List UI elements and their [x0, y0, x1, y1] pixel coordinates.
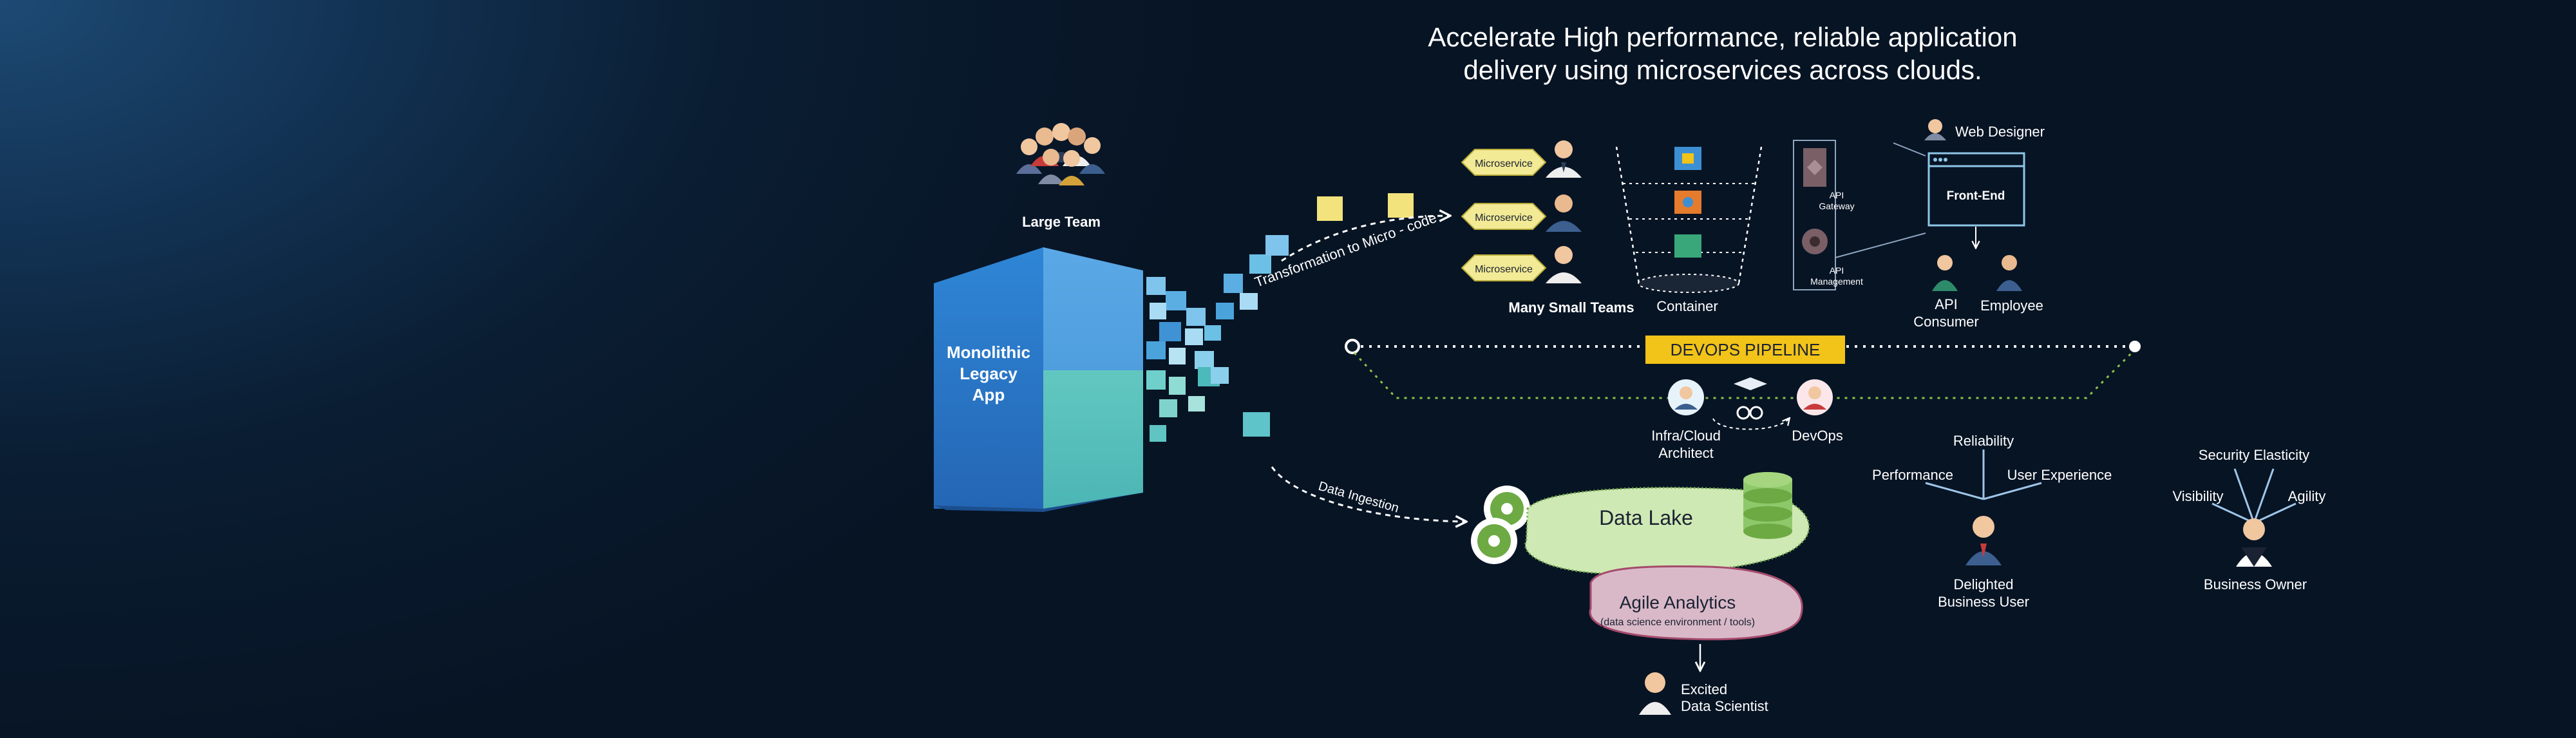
business-user-group: Reliability Performance User Experience …: [1872, 433, 2112, 610]
developer-icon: [1546, 140, 1582, 178]
data-ingestion-arrow: Data Ingestion: [1271, 466, 1465, 522]
api-management-line-1: API: [1830, 265, 1844, 276]
monolith-line-3: App: [972, 385, 1005, 404]
scattered-blocks: [1146, 193, 1414, 442]
monolith-line-1: Monolithic: [947, 343, 1030, 362]
devops-label: DevOps: [1792, 428, 1842, 444]
business-user-quality: Performance: [1872, 467, 1953, 483]
cube-front-face: [934, 247, 1043, 509]
api-consumer-line-2: Consumer: [1913, 314, 1978, 330]
api-gateway-line-2: Gateway: [1819, 201, 1854, 211]
agile-analytics-group: Agile Analytics (data science environmen…: [1589, 565, 1803, 670]
monolith-line-2: Legacy: [960, 364, 1018, 383]
api-consumer-icon: [1932, 255, 1958, 291]
container-box-icon: [1674, 234, 1701, 258]
gear-icon: [1471, 486, 1530, 564]
data-scientist-line-2: Data Scientist: [1681, 698, 1768, 714]
business-user-line-2: Business User: [1938, 594, 2029, 610]
business-user-quality: Reliability: [1953, 433, 2014, 449]
business-owner-quality: Security Elasticity: [2199, 447, 2309, 463]
business-owner-icon: [2236, 518, 2272, 567]
business-owner-quality: Agility: [2288, 488, 2326, 504]
microservice-2: Microservice: [1461, 194, 1582, 232]
data-lake-label: Data Lake: [1599, 506, 1693, 529]
frontend-group: Web Designer Front-End API Consumer Empl…: [1913, 119, 2045, 330]
data-lake-group: Data Lake: [1471, 472, 1810, 575]
many-small-teams-label: Many Small Teams: [1508, 299, 1634, 316]
architect-icon: [1668, 379, 1704, 415]
data-scientist-group: Excited Data Scientist: [1639, 672, 1768, 715]
api-gateway-line-1: API: [1830, 190, 1844, 200]
frontend-window: [1927, 152, 2025, 227]
team-people-icon: [1016, 123, 1105, 185]
api-consumer-line-1: API: [1935, 296, 1957, 312]
devops-banner-label: DEVOPS PIPELINE: [1671, 340, 1821, 359]
business-owner-label: Business Owner: [2204, 576, 2307, 592]
microservice-label: Microservice: [1475, 158, 1533, 169]
frontend-label: Front-End: [1947, 189, 2005, 203]
data-scientist-icon: [1639, 672, 1671, 715]
container-group: Container: [1615, 146, 1763, 314]
devops-banner: [1645, 336, 1845, 364]
headline-line-2: delivery using microservices across clou…: [1463, 55, 1982, 85]
cube-side-top: [1043, 247, 1143, 370]
employee-icon: [1996, 255, 2022, 291]
container-box-icon: [1674, 191, 1701, 214]
microservices-group: Microservice Microservice Microservice M…: [1461, 140, 1634, 316]
api-box: API Gateway API Management: [1793, 140, 1926, 290]
api-management-gear-icon: [1802, 229, 1828, 254]
large-team-group: Large Team: [1016, 123, 1105, 230]
headline: Accelerate High performance, reliable ap…: [1428, 22, 2017, 85]
business-user-icon: [1965, 516, 2002, 565]
devops-pipeline: DEVOPS PIPELINE Infra/Cloud Architect De…: [1345, 336, 2141, 461]
business-user-quality: User Experience: [2007, 467, 2112, 483]
database-icon: [1743, 472, 1792, 539]
agile-analytics-shape: [1589, 565, 1803, 641]
agile-analytics-title: Agile Analytics: [1620, 592, 1736, 612]
microservice-label: Microservice: [1475, 264, 1533, 275]
developer-icon: [1546, 194, 1582, 232]
web-designer-icon: [1924, 119, 1946, 140]
api-management-line-2: Management: [1810, 276, 1863, 287]
microservice-label: Microservice: [1475, 213, 1533, 223]
data-scientist-line-1: Excited: [1681, 681, 1727, 697]
microservice-3: Microservice: [1461, 246, 1582, 283]
business-user-line-1: Delighted: [1954, 576, 2014, 592]
business-owner-group: Security Elasticity Visibility Agility B…: [2172, 447, 2325, 592]
monolith-cube: Monolithic Legacy App: [934, 247, 1143, 512]
employee-label: Employee: [1980, 298, 2043, 314]
api-gateway-icon: [1803, 148, 1826, 187]
microservice-1: Microservice: [1461, 140, 1582, 178]
container-box-icon: [1674, 147, 1701, 170]
architect-line-1: Infra/Cloud: [1651, 428, 1721, 444]
headline-line-1: Accelerate High performance, reliable ap…: [1428, 22, 2017, 52]
business-owner-quality: Visibility: [2172, 488, 2223, 504]
agile-analytics-subtitle: (data science environment / tools): [1600, 617, 1755, 628]
cube-side-bottom: [1043, 370, 1143, 509]
infinity-loop-icon: [1734, 377, 1767, 420]
devops-icon: [1797, 379, 1833, 415]
web-designer-label: Web Designer: [1955, 124, 2045, 140]
developer-icon: [1546, 246, 1582, 283]
architect-line-2: Architect: [1658, 445, 1714, 461]
data-lake-shape: [1524, 486, 1810, 575]
container-label: Container: [1656, 298, 1718, 314]
large-team-label: Large Team: [1022, 214, 1101, 230]
